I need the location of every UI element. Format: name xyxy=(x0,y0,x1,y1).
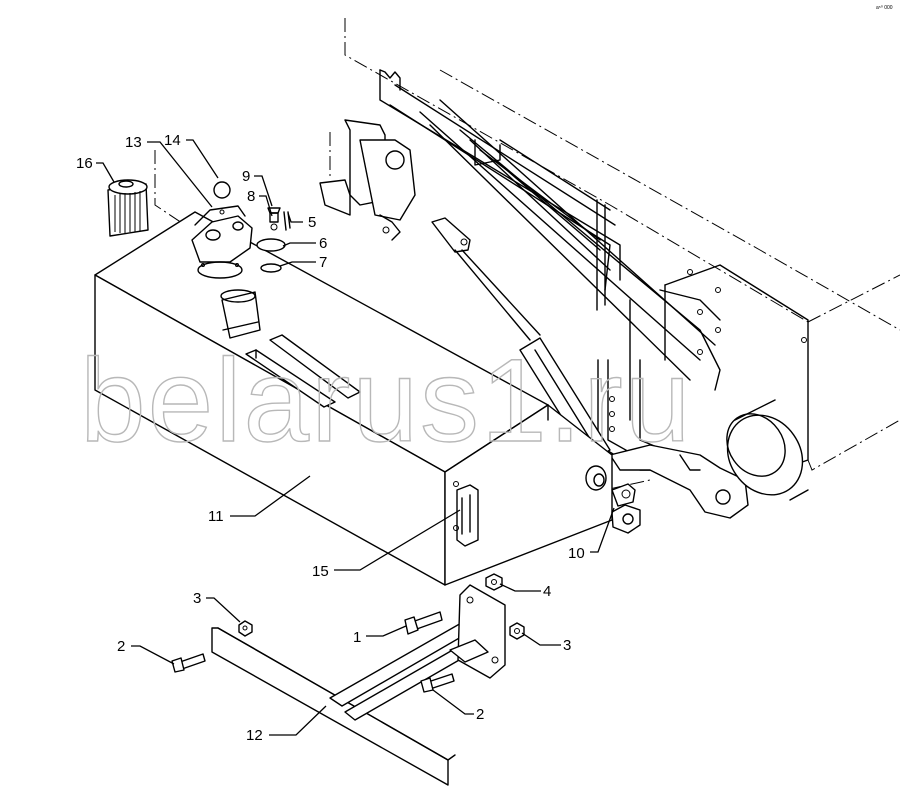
callout-3b: 3 xyxy=(563,637,571,654)
callout-11: 11 xyxy=(208,508,224,525)
watermark: belarus1.ru xyxy=(80,335,692,467)
lift-linkage xyxy=(319,69,809,519)
callout-10: 10 xyxy=(568,545,585,562)
callout-2b: 2 xyxy=(476,706,484,723)
callout-12: 12 xyxy=(246,727,263,744)
callout-3a: 3 xyxy=(193,590,201,607)
callout-8: 8 xyxy=(247,188,255,205)
callout-14: 14 xyxy=(164,132,181,149)
callout-4: 4 xyxy=(543,583,551,600)
callout-2a: 2 xyxy=(117,638,125,655)
callout-9: 9 xyxy=(242,168,250,185)
callout-labels: 16 13 14 9 8 5 6 7 11 15 10 4 3 1 3 2 2 … xyxy=(76,132,585,744)
filler-assembly xyxy=(191,181,291,339)
tank-straps xyxy=(245,334,361,408)
drain-fitting xyxy=(585,465,641,534)
callout-15: 15 xyxy=(312,563,329,580)
callout-13: 13 xyxy=(125,134,142,151)
callout-5: 5 xyxy=(308,214,316,231)
callout-16: 16 xyxy=(76,155,93,172)
filter-element xyxy=(107,179,149,237)
mounting-bracket xyxy=(171,573,525,786)
fuel-gauge-window xyxy=(453,481,479,547)
callout-7: 7 xyxy=(319,254,327,271)
callout-1: 1 xyxy=(353,629,361,646)
leader-lines xyxy=(96,139,615,736)
callout-6: 6 xyxy=(319,235,327,252)
corner-code: a⁵⁰ 000 xyxy=(876,5,893,11)
